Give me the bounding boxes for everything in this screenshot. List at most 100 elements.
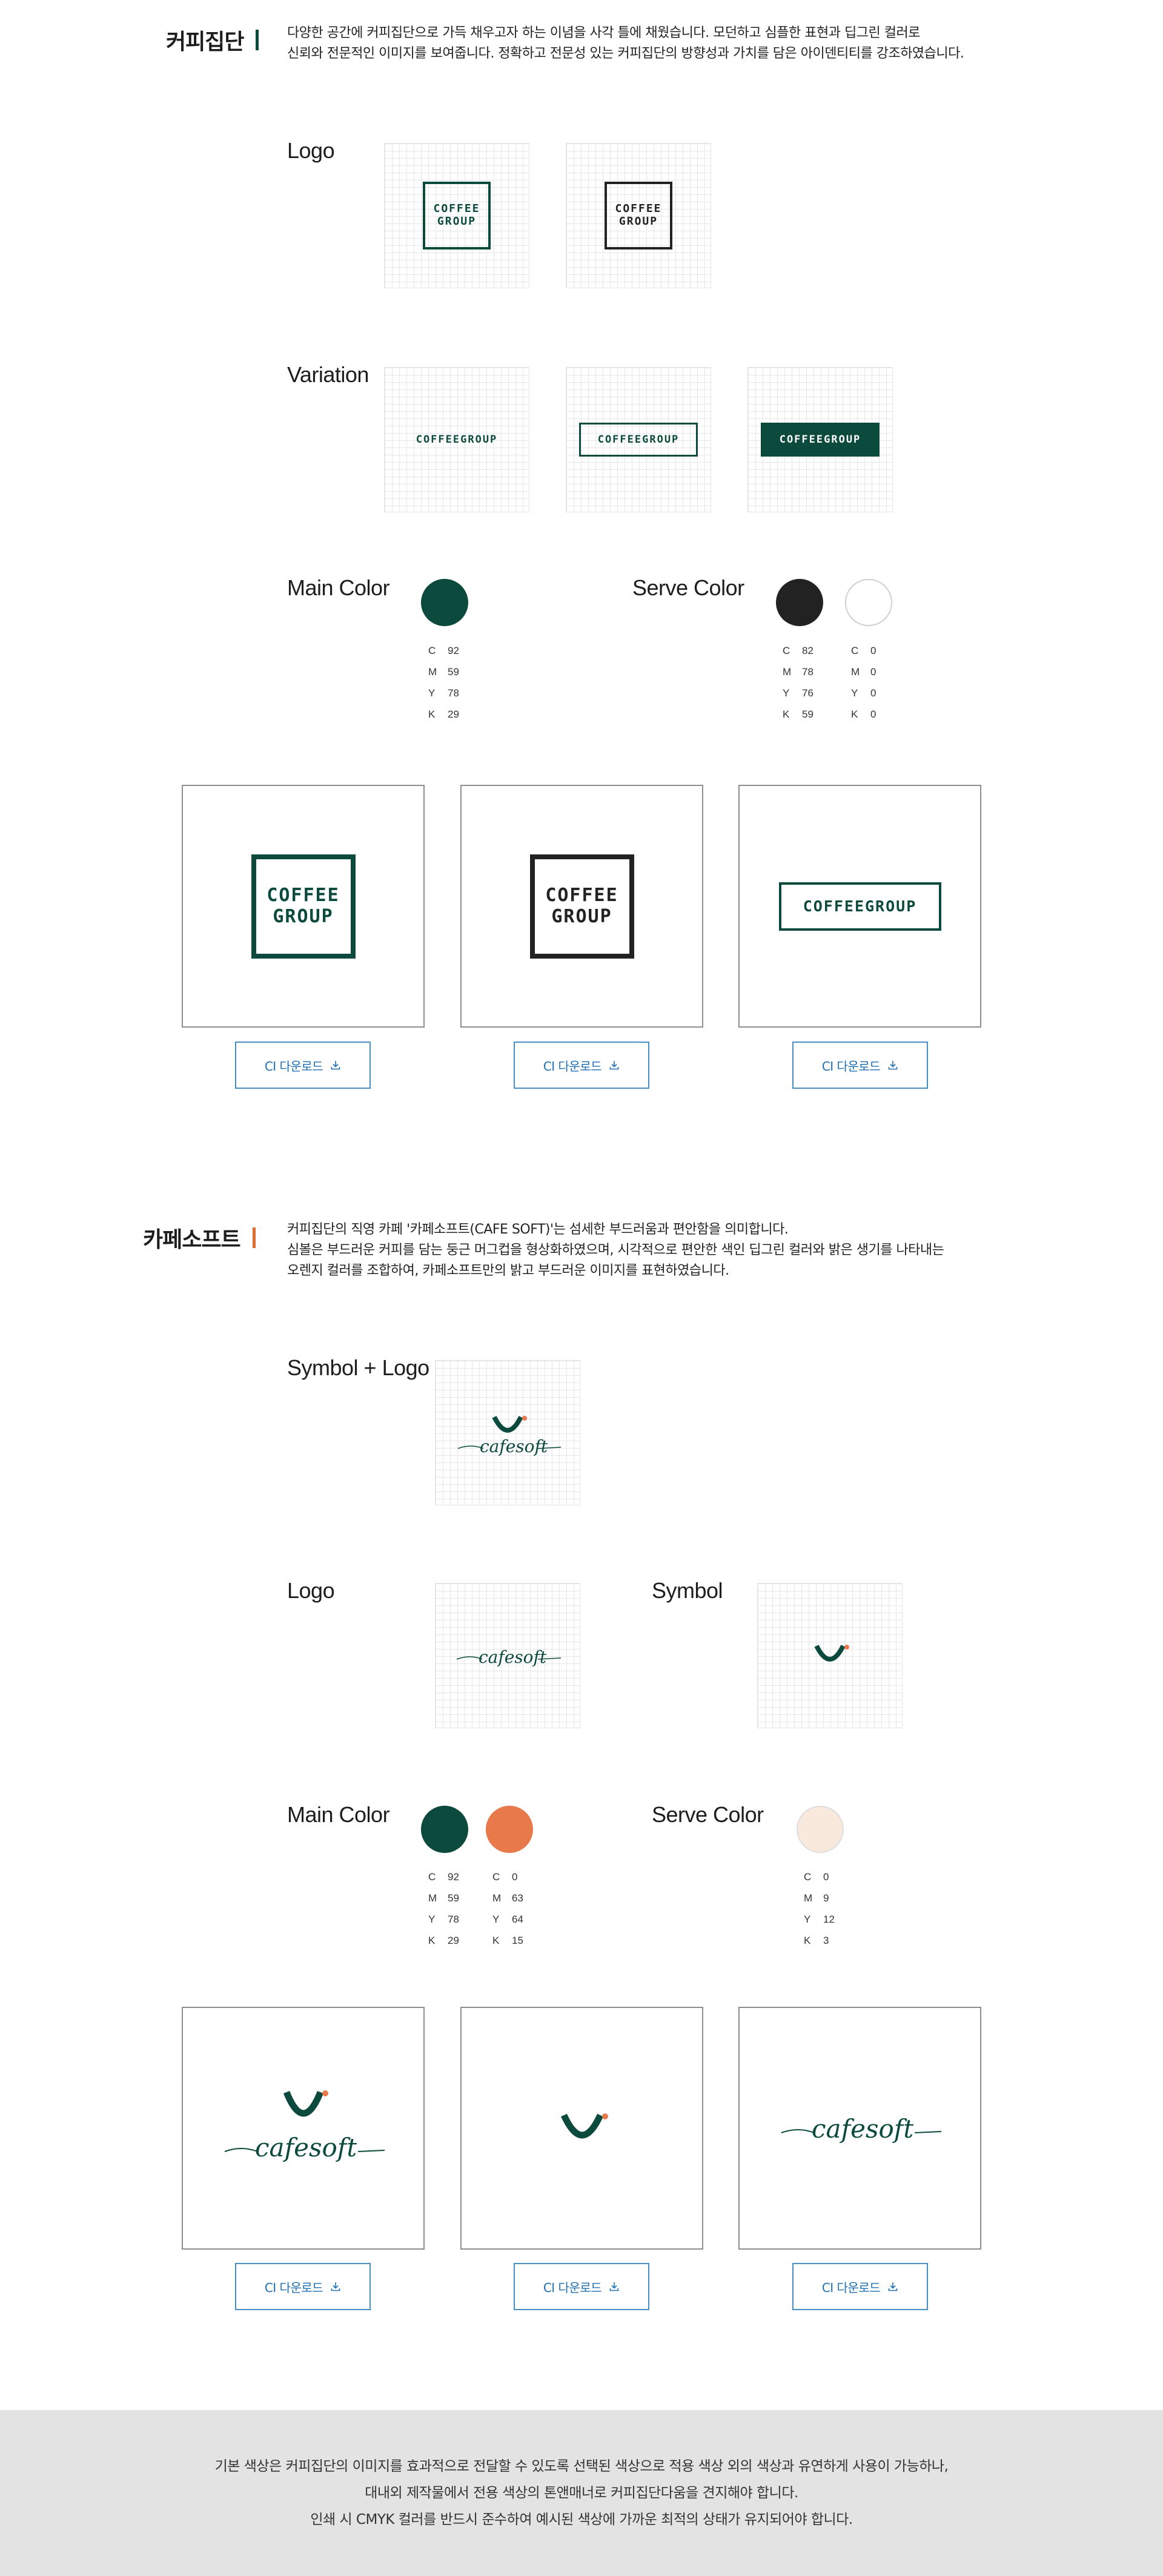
logo-line-2: GROUP	[551, 905, 612, 927]
coffee-logo-green-large: COFFEE GROUP	[251, 854, 356, 959]
download-icon	[609, 1061, 619, 1070]
cafe-section-title: 카페소프트	[143, 1222, 256, 1253]
coffee-preview-wordmark: COFFEEGROUP	[738, 785, 981, 1028]
coffee-desc-line: 다양한 공간에 커피집단으로 가득 채우고자 하는 이념을 사각 틀에 채웠습니…	[287, 25, 920, 41]
coffee-logo-dark: COFFEE GROUP	[605, 182, 672, 249]
cmyk-m: 59	[448, 1892, 459, 1904]
logo-line-1: COFFEE	[433, 202, 480, 216]
cmyk-k: 29	[448, 1935, 459, 1946]
ci-download-button[interactable]: CI 다운로드	[792, 2263, 928, 2310]
ci-download-button[interactable]: CI 다운로드	[235, 1042, 371, 1089]
coffee-logo-label: Logo	[287, 138, 335, 163]
download-label: CI 다운로드	[821, 1058, 881, 1074]
cmyk-c: 0	[823, 1871, 829, 1883]
cafesoft-script: cafesoft	[480, 1436, 548, 1456]
cafe-logo-label: Logo	[287, 1578, 335, 1603]
cmyk-k: 0	[870, 708, 876, 720]
cafesoft-symbol	[814, 1645, 849, 1662]
wordmark-box-large: COFFEEGROUP	[778, 882, 941, 931]
logo-line-2: GROUP	[618, 215, 658, 228]
coffee-preview-green: COFFEE GROUP	[182, 785, 425, 1028]
color-swatch-deep-green	[421, 1806, 468, 1853]
coffee-title-text: 커피집단	[166, 30, 244, 54]
wordmark-plain: COFFEEGROUP	[416, 434, 498, 446]
download-icon	[609, 2282, 619, 2291]
download-label: CI 다운로드	[821, 2280, 881, 2295]
cafesoft-logo: cafesoft	[456, 1647, 562, 1667]
cmyk-y: 78	[448, 687, 459, 699]
cafe-symbol-tile	[757, 1583, 903, 1728]
ci-download-button[interactable]: CI 다운로드	[235, 2263, 371, 2310]
download-label: CI 다운로드	[543, 2280, 602, 2295]
color-swatch-orange	[486, 1806, 533, 1853]
cafesoft-script: cafesoft	[812, 2114, 913, 2144]
coffee-section-title: 커피집단	[166, 24, 259, 56]
cafe-symbol-label: Symbol	[652, 1578, 723, 1603]
download-label: CI 다운로드	[543, 1058, 602, 1074]
cafe-symbol-logo-tile: cafesoft	[435, 1360, 580, 1505]
cafe-description: 커피집단의 직영 카페 '카페소프트(CAFE SOFT)'는 섬세한 부드러움…	[287, 1220, 944, 1281]
cmyk-m: 63	[512, 1892, 523, 1904]
coffee-logo-dark-large: COFFEE GROUP	[529, 854, 634, 959]
cafe-serve-color-label: Serve Color	[652, 1802, 764, 1827]
footer-line: 기본 색상은 커피집단의 이미지를 효과적으로 전달할 수 있도록 선택된 색상…	[214, 2459, 949, 2474]
cafe-logo-tile: cafesoft	[435, 1583, 580, 1728]
ci-download-button[interactable]: CI 다운로드	[514, 2263, 649, 2310]
ci-download-button[interactable]: CI 다운로드	[514, 1042, 649, 1089]
logo-line-1: COFFEE	[267, 885, 340, 906]
cafesoft-logo-large: cafesoft	[781, 2114, 941, 2144]
cafesoft-symbol-logo: cafesoft	[457, 1416, 562, 1456]
coffee-description: 다양한 공간에 커피집단으로 가득 채우고자 하는 이념을 사각 틀에 채웠습니…	[287, 23, 964, 64]
ci-download-button[interactable]: CI 다운로드	[792, 1042, 928, 1089]
download-label: CI 다운로드	[264, 2280, 323, 2295]
cmyk-y: 76	[802, 687, 813, 699]
cmyk-k: 59	[802, 708, 813, 720]
download-icon	[888, 1061, 898, 1070]
cmyk-m: 78	[802, 666, 813, 678]
wordmark-fill: COFFEEGROUP	[761, 423, 880, 457]
cafe-preview-symbol	[460, 2007, 703, 2250]
variation-plain-tile: COFFEEGROUP	[384, 367, 529, 512]
cmyk-c: 92	[448, 1871, 459, 1883]
cafe-preview-logo: cafesoft	[738, 2007, 981, 2250]
coffee-logo-green: COFFEE GROUP	[423, 182, 491, 249]
cafe-preview-symbol-logo: cafesoft	[182, 2007, 425, 2250]
cmyk-c: 0	[512, 1871, 518, 1883]
coffee-serve-color-label: Serve Color	[632, 575, 744, 600]
coffee-logo-green-tile: COFFEE GROUP	[384, 143, 529, 288]
cmyk-y: 78	[448, 1914, 459, 1925]
cmyk-k: 3	[823, 1935, 829, 1946]
wordmark-box: COFFEEGROUP	[579, 423, 698, 457]
cafesoft-script: cafesoft	[479, 1647, 547, 1667]
coffee-title-bar	[256, 30, 259, 50]
cafe-main-color-label: Main Color	[287, 1802, 390, 1827]
cafe-desc-line: 오렌지 컬러를 조합하여, 카페소프트만의 밝고 부드러운 이미지를 표현하였습…	[287, 1263, 729, 1278]
color-swatch-white	[845, 579, 892, 626]
download-icon	[331, 2282, 340, 2291]
footer-line: 대내외 제작물에서 전용 색상의 톤앤매너로 커피집단다움을 견지해야 합니다.	[365, 2485, 798, 2501]
logo-line-1: COFFEE	[545, 885, 618, 906]
color-swatch-deep-green	[421, 579, 468, 626]
variation-box-tile: COFFEEGROUP	[566, 367, 711, 512]
cmyk-c: 0	[870, 645, 876, 656]
cmyk-c: 82	[802, 645, 813, 656]
color-swatch-black	[776, 579, 823, 626]
cmyk-m: 0	[870, 666, 876, 678]
cafe-title-bar	[252, 1227, 256, 1248]
download-icon	[331, 1061, 340, 1070]
logo-line-2: GROUP	[437, 215, 477, 228]
cafe-symbol-logo-label: Symbol + Logo	[287, 1355, 429, 1380]
color-swatch-cream	[797, 1806, 844, 1853]
logo-line-1: COFFEE	[615, 202, 662, 216]
coffee-preview-dark: COFFEE GROUP	[460, 785, 703, 1028]
logo-line-2: GROUP	[273, 905, 334, 927]
cmyk-c: 92	[448, 645, 459, 656]
cafesoft-symbol-logo-large: cafesoft	[224, 2090, 385, 2162]
download-label: CI 다운로드	[264, 1058, 323, 1074]
cmyk-y: 64	[512, 1914, 523, 1925]
